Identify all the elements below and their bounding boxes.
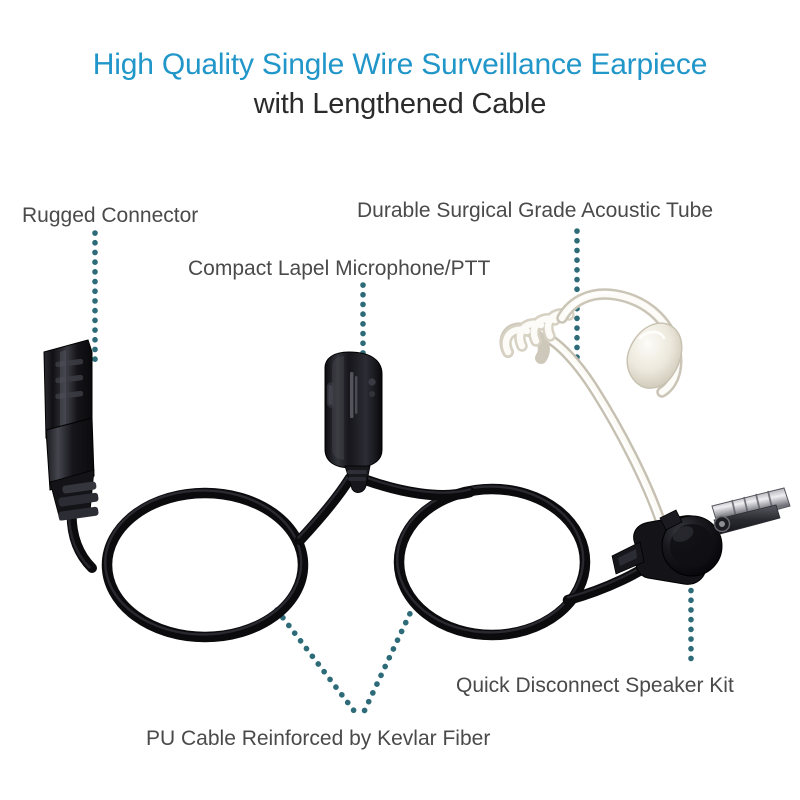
speaker-tube-port bbox=[659, 509, 683, 531]
cable-left-to-ptt bbox=[294, 472, 356, 546]
callout-label-acoustic-tube: Durable Surgical Grade Acoustic Tube bbox=[357, 199, 714, 222]
ptt-indicator-dot bbox=[368, 378, 376, 386]
callout-label-quick-disconnect: Quick Disconnect Speaker Kit bbox=[456, 674, 734, 697]
connector-pins bbox=[58, 481, 99, 521]
cable-loop-left bbox=[101, 487, 309, 643]
acoustic-tube-coil bbox=[499, 308, 575, 364]
acoustic-tube-assembly bbox=[499, 288, 683, 526]
cable-assembly bbox=[66, 472, 662, 643]
ptt-button bbox=[327, 382, 336, 408]
radio-connector bbox=[43, 339, 99, 521]
acoustic-tube-ear-tip bbox=[626, 322, 683, 389]
cable-ptt-to-right-loop bbox=[360, 474, 476, 501]
cable-right-loop-to-speaker bbox=[562, 554, 662, 606]
callout-label-pu-cable: PU Cable Reinforced by Kevlar Fiber bbox=[146, 727, 491, 750]
ptt-microphone bbox=[324, 351, 383, 493]
quick-disconnect-speaker-kit bbox=[611, 487, 791, 585]
cable-loop-right bbox=[393, 483, 591, 641]
speaker-kit-body bbox=[633, 515, 707, 585]
connector-ridges bbox=[55, 358, 84, 400]
clip-pivot bbox=[713, 515, 731, 533]
page-subtitle: with Lengthened Cable bbox=[253, 88, 547, 120]
speaker-housing bbox=[661, 515, 723, 577]
cable-connector-lead bbox=[66, 500, 97, 573]
leader-line-pu-cable-left bbox=[274, 607, 361, 719]
callout-label-lapel-microphone: Compact Lapel Microphone/PTT bbox=[188, 257, 491, 280]
acoustic-tube-clear bbox=[542, 332, 666, 526]
leader-line-pu-cable-right bbox=[359, 602, 417, 719]
ptt-brand-engraving bbox=[350, 372, 358, 418]
page-title: High Quality Single Wire Surveillance Ea… bbox=[92, 48, 708, 81]
acoustic-tube-hook bbox=[556, 288, 683, 398]
callout-label-rugged-connector: Rugged Connector bbox=[22, 204, 199, 227]
leader-lines bbox=[92, 228, 694, 719]
ptt-strain-relief bbox=[344, 465, 371, 493]
alligator-clip bbox=[711, 487, 791, 535]
